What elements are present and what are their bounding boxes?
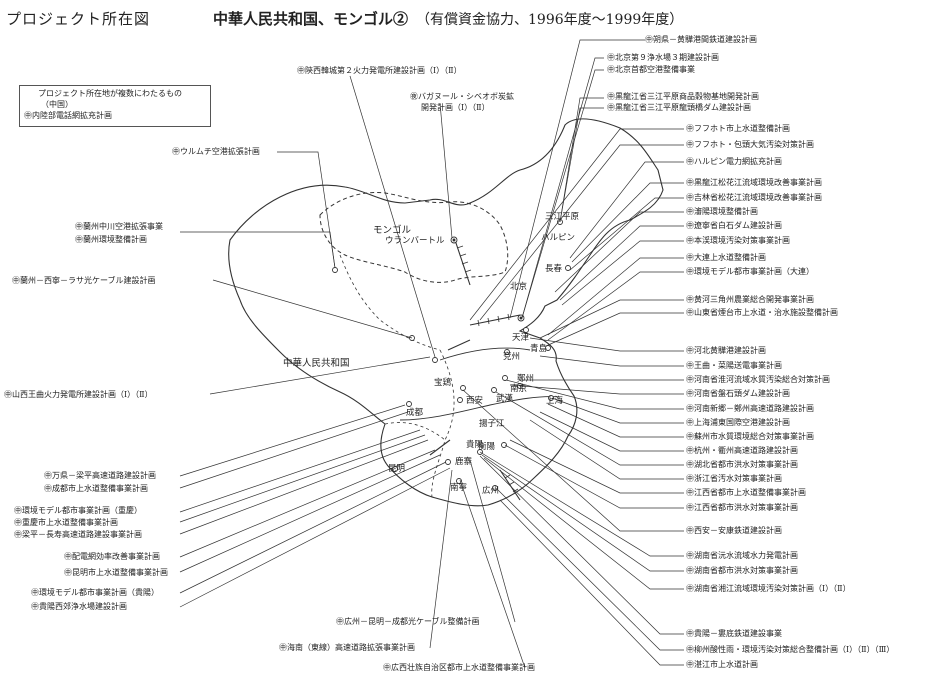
project-label: ㊥王曲・菜陽送電事業計画	[686, 361, 782, 370]
header-left-title: プロジェクト所在図	[6, 10, 151, 28]
project-label: ㊥広西壮族自治区都市上水道整備事業計画	[383, 663, 535, 672]
country-china: 中華人民共和国	[283, 358, 350, 369]
project-label: 開発計画（Ⅰ）（Ⅱ）	[421, 103, 490, 112]
project-label: ㊥重慶市上水道整備事業計画	[14, 518, 118, 527]
project-label: ㊥遼寧省白石ダム建設計画	[686, 221, 782, 230]
city-ulaanbaatar: ウランバートル	[385, 236, 445, 246]
china-border	[228, 118, 664, 507]
project-label: ㊥黒龍江松花江流域環境改善事業計画	[686, 178, 822, 187]
project-label: ㊥黄河三角州農業総合開発事業計画	[686, 295, 814, 304]
city-chengdu: 成都	[406, 408, 424, 418]
project-label: ㊥山西王曲火力発電所建設計画（Ⅰ）（Ⅱ）	[4, 390, 153, 399]
project-label: ㊥湖南省沅水流域水力発電計画	[686, 551, 798, 560]
project-label: ㊥上海浦東国際空港建設計画	[686, 418, 790, 427]
project-label: ㊥貴陽西郊浄水場建設計画	[31, 602, 127, 611]
city-kunming: 昆明	[388, 464, 406, 474]
project-label: ㊥黒龍江省三江平原龍頭橋ダム建設計画	[607, 103, 751, 112]
city-changchun: 長春	[545, 264, 563, 274]
city-qingdao: 青島	[530, 344, 548, 354]
project-label: ㊥陝西韓城第２火力発電所建設計画（Ⅰ）（Ⅱ）	[297, 66, 462, 75]
city-yangtze: 揚子江	[479, 419, 505, 429]
city-nanjing: 南京	[510, 384, 528, 394]
city-zhengzhou: 鄭州	[517, 374, 535, 384]
project-label: ㊥海南（東線）高速道路拡張事業計画	[279, 643, 415, 652]
project-label: ㊥ウルムチ空港拡張計画	[172, 147, 260, 156]
header-subtitle: （有償資金協力、1996年度〜1999年度）	[416, 12, 684, 28]
project-label: ㊥西安－安康鉄道建設計画	[686, 526, 782, 535]
project-label: ㊥河南省盤石頭ダム建設計画	[686, 389, 790, 398]
project-label: ㊥成都市上水道整備事業計画	[44, 484, 148, 493]
project-label: ㊥北京第９浄水場３期建設計画	[607, 53, 719, 62]
project-label: ㊥蘭州－西寧－ラサ光ケーブル建設計画	[12, 276, 156, 285]
project-label: ㊥湖南省都市洪水対策事業計画	[686, 566, 798, 575]
project-label: ㊥フフホト・包頭大気汚染対策計画	[686, 140, 814, 149]
city-yanzhou: 兗州	[503, 352, 521, 362]
project-label: ㊥環境モデル都市事業計画（大連）	[686, 267, 814, 276]
city-sanjiang: 三江平原	[545, 212, 580, 222]
project-label: ㊥湛江市上水道計画	[686, 660, 758, 669]
header-main-title: 中華人民共和国、モンゴル②	[213, 10, 409, 28]
project-label: ㊥配電網効率改善事業計画	[64, 552, 160, 561]
project-label: ㊥蘇州市水質環境総合対策事業計画	[686, 432, 814, 441]
city-guiyang: 貴陽	[466, 440, 484, 450]
legend-line1: プロジェクト所在地が複数にわたるもの	[38, 89, 182, 98]
legend-line2: （中国）	[41, 100, 73, 109]
city-beijing: 北京	[510, 282, 528, 292]
project-label: ㊥河南省淮河流域水質汚染総合対策計画	[686, 375, 830, 384]
project-label: ㊥杭州・衢州高速道路建設計画	[686, 446, 798, 455]
project-label: ㊥広州－昆明－成都光ケーブル整備計画	[336, 617, 480, 626]
project-label: ㊥蘭州中川空港拡張事業	[75, 222, 163, 231]
city-hengyang: 衡陽	[478, 442, 496, 452]
country-mongolia: モンゴル	[373, 225, 412, 236]
project-label: ㊥環境モデル都市事業計画（重慶）	[14, 506, 142, 515]
project-label: ㊥湖南省湘江流域環境汚染対策計画（Ⅰ）（Ⅱ）	[686, 584, 851, 593]
project-label: ㊥湖北省都市洪水対策事業計画	[686, 460, 798, 469]
project-label: ㊥梁平－長寿高速道路建設事業計画	[14, 530, 142, 539]
project-label: ㊥吉林省松花江流域環境改善事業計画	[686, 193, 822, 202]
city-xian: 西安	[466, 396, 484, 406]
project-label: ㊥河北黄驊港建設計画	[686, 346, 766, 355]
legend-box: プロジェクト所在地が複数にわたるもの （中国） ㊥内陸部電話網拡充計画	[19, 85, 211, 127]
city-shanghai: 上海	[546, 396, 564, 406]
project-label: ㊥貴陽－婁底鉄道建設事業	[686, 629, 782, 638]
city-tianjin: 天津	[512, 333, 530, 343]
project-label: ㊥瀋陽環境整備計画	[686, 207, 758, 216]
project-label: ㊥山東省煙台市上水道・治水施設整備計画	[686, 308, 838, 317]
project-label: ㊥昆明市上水道整備事業計画	[64, 568, 168, 577]
project-label: ㊰バガヌール・シベオボ炭鉱	[410, 92, 514, 101]
city-harbin: ハルピン	[541, 233, 576, 243]
project-label: ㊥ハルピン電力網拡充計画	[686, 157, 782, 166]
project-label: ㊥本渓環境汚染対策事業計画	[686, 236, 790, 245]
project-label: ㊥大連上水道整備計画	[686, 253, 766, 262]
project-label: ㊥蘭州環境整備計画	[75, 235, 147, 244]
project-label: ㊥浙江省汚水対策事業計画	[686, 474, 782, 483]
city-guangzhou: 広州	[482, 486, 500, 496]
city-liuzhou: 鹿寨	[455, 457, 473, 467]
project-label: ㊥朔県－黄驊港間鉄道建設計画	[645, 35, 757, 44]
project-label: ㊥江西省都市洪水対策事業計画	[686, 503, 798, 512]
legend-line3: ㊥内陸部電話網拡充計画	[24, 111, 112, 120]
project-label: ㊥北京首都空港整備事業	[607, 65, 695, 74]
project-label: ㊥フフホト市上水道整備計画	[686, 124, 790, 133]
city-baoji: 宝鶏	[434, 378, 452, 388]
project-label: ㊥江西省都市上水道整備事業計画	[686, 488, 806, 497]
project-label: ㊥黒龍江省三江平原商品穀物基地開発計画	[607, 92, 759, 101]
city-nanning: 南寧	[450, 483, 468, 493]
city-wuhan: 武漢	[496, 394, 514, 404]
project-label: ㊥柳州酸性雨・環境汚染対策総合整備計画（Ⅰ）（Ⅱ）（Ⅲ）	[686, 645, 895, 654]
project-label: ㊥河南新郷－鄭州高速道路建設計画	[686, 404, 814, 413]
project-label: ㊥万県－梁平高速道路建設計画	[44, 471, 156, 480]
project-label: ㊥環境モデル都市事業計画（貴陽）	[31, 588, 159, 597]
